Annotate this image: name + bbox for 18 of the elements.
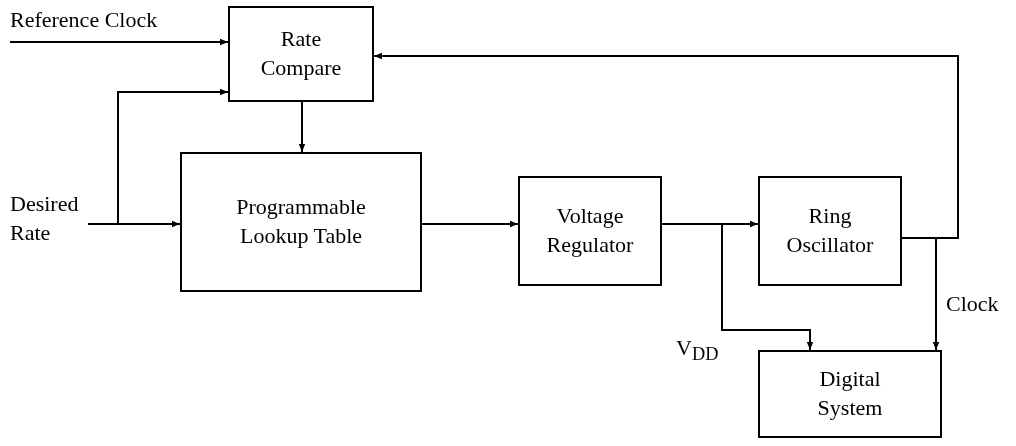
arrow: [9, 38, 229, 46]
process-box: [758, 350, 942, 438]
box-label: Digital System: [816, 365, 884, 422]
arrow: [421, 220, 519, 228]
input-label: Desired Rate: [10, 190, 80, 247]
arrow: [373, 52, 959, 239]
box-label: Programmable Lookup Table: [235, 193, 367, 250]
box-label: Ring Oscillator: [785, 202, 875, 259]
process-box: [228, 6, 374, 102]
process-box: [758, 176, 902, 286]
arrow: [87, 88, 229, 225]
box-label: Rate Compare: [259, 25, 343, 82]
process-box: [180, 152, 422, 292]
arrow: [661, 223, 814, 351]
box-label: Voltage Regulator: [545, 202, 635, 259]
arrow: [298, 101, 306, 153]
input-label: Reference Clock: [10, 6, 158, 34]
process-box: [518, 176, 662, 286]
